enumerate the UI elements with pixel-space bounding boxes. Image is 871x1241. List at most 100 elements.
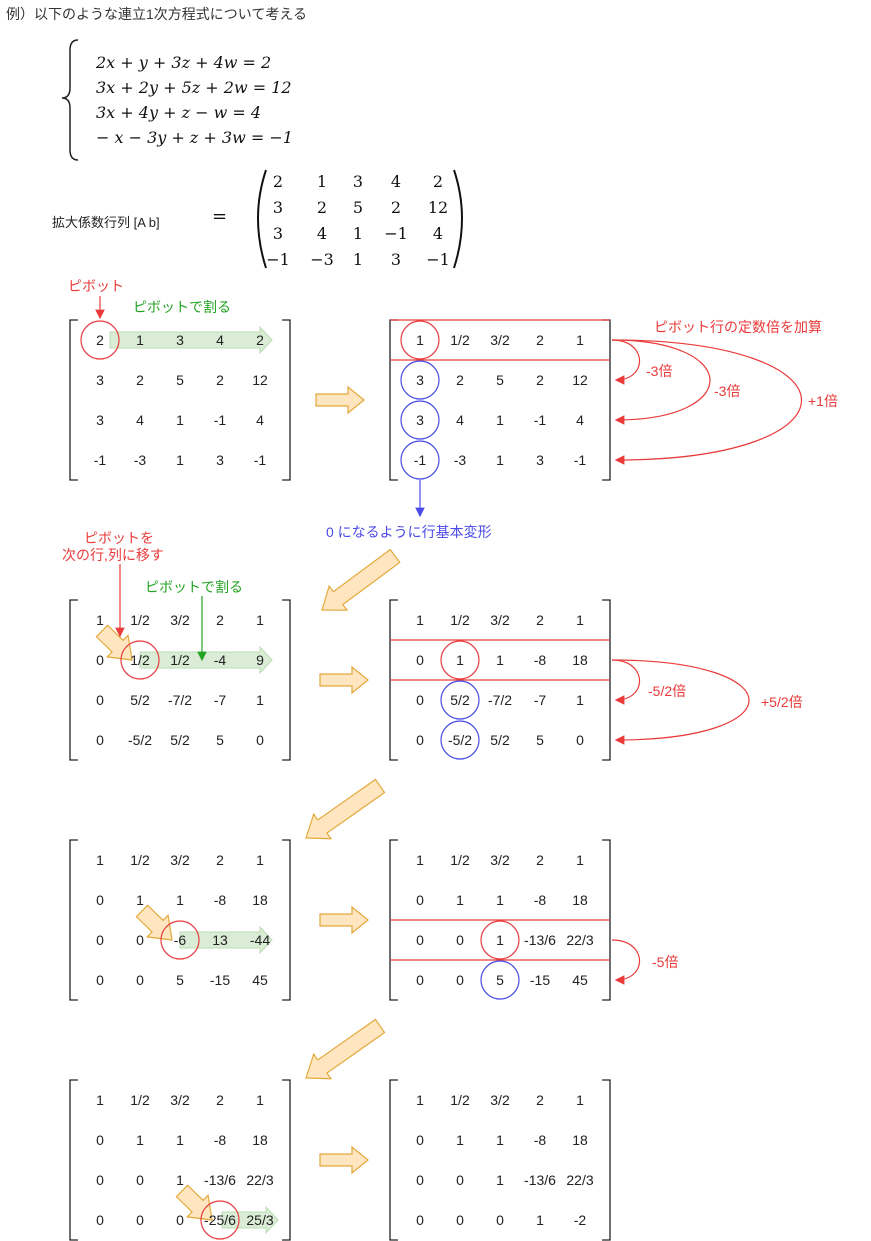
matrix-cell: 1/2 [130,852,150,868]
augmented-cell: 5 [352,198,364,217]
matrix-cell: 22/3 [566,1172,594,1188]
matrix-cell: 1/2 [450,852,470,868]
matrix-cell: 1 [136,892,144,908]
next-step-arrow-shape [321,548,401,611]
matrix-cell: 18 [572,1132,588,1148]
matrix-cell: 1 [136,1132,144,1148]
matrix-cell: -5/2 [127,732,153,748]
matrix-cell: 1 [176,412,184,428]
matrix-cell: 0 [416,892,424,908]
matrix-cell: 1 [416,852,424,868]
matrix-cell: 5/2 [130,692,150,708]
matrix-cell: 2 [536,372,544,388]
matrix-bracket-right [282,1079,291,1241]
matrix-cell: -7 [533,692,547,708]
matrix-cell: 1/2 [170,652,190,668]
matrix-cell: 1 [96,1092,104,1108]
equals-sign: = [212,206,228,227]
row-op-arrow [611,659,750,745]
multiplier-m5-label: -5倍 [652,954,679,970]
matrix-bracket-right [282,599,291,761]
matrix-cell: 5/2 [450,692,470,708]
divide-by-pivot-label: ピボットで割る [133,299,231,315]
pivot-circle [400,320,440,360]
matrix-cell: 2 [216,612,224,628]
matrix-cell: 0 [96,892,104,908]
matrix-cell: -4 [213,652,227,668]
row-op-arrow [611,939,641,985]
matrix-cell: 1 [576,332,584,348]
matrix-cell: 0 [416,652,424,668]
matrix-cell: 1 [176,452,184,468]
matrix-cell: 2 [536,1092,544,1108]
matrix-bracket-left [69,839,78,1001]
matrix-cell: 2 [216,1092,224,1108]
matrix-cell: 1 [256,612,264,628]
row-op-arrow [611,339,711,425]
matrix-cell: 1 [416,1092,424,1108]
matrix-cell: 2 [536,852,544,868]
pivot-circle [160,920,200,960]
matrix-cell: 4 [136,412,144,428]
divide-by-pivot-label-2: ピボットで割る [145,579,243,595]
matrix-cell: 5/2 [170,732,190,748]
zero-transform-label: 0 になるように行基本変形 [326,524,492,540]
matrix-cell: -13/6 [524,1172,556,1188]
matrix-cell: 1/2 [450,1092,470,1108]
matrix-cell: 1 [176,1172,184,1188]
augmented-matrix-label: 拡大係数行列 [A b] [52,215,160,230]
matrix-cell: 2 [136,372,144,388]
matrix-cell: -1 [93,452,107,468]
augmented-cell: 4 [390,172,402,191]
matrix-cell: -25/6 [204,1212,236,1228]
equation-2: 3x + 2y + 5z + 2w = 12 [96,78,292,97]
pivot-circle [120,640,160,680]
matrix-cell: 1 [456,652,464,668]
matrix-cell: 0 [416,692,424,708]
matrix-cell: 1 [456,1132,464,1148]
matrix-cell: 0 [136,1172,144,1188]
matrix-cell: 1 [576,612,584,628]
matrix-cell: 3 [96,412,104,428]
matrix-cell: 18 [252,892,268,908]
augmented-cell: 4 [432,224,444,243]
matrix-cell: 2 [216,852,224,868]
augmented-cell: −1 [426,250,450,269]
matrix-cell: 1 [416,612,424,628]
next-step-arrow-shape [305,778,386,840]
matrix-cell: 45 [572,972,588,988]
augmented-cell: 2 [316,198,328,217]
augmented-cell: 2 [432,172,444,191]
transform-arrow [319,1145,369,1175]
matrix-cell: -15 [209,972,231,988]
matrix-cell: -44 [249,932,271,948]
multiplier-p52-label: +5/2倍 [761,694,803,710]
pivot-circle [480,920,520,960]
next-step-arrow [321,548,401,611]
matrix-cell: -8 [213,892,227,908]
matrix-cell: 1 [496,1172,504,1188]
matrix-cell: 1/2 [130,1092,150,1108]
pivot-circle [80,320,120,360]
matrix-bracket-left [69,599,78,761]
matrix-cell: 0 [416,932,424,948]
target-circle [440,680,480,720]
matrix-bracket-right [282,319,291,481]
matrix-cell: -7/2 [487,692,513,708]
equation-4: − x − 3y + z + 3w = −1 [96,128,293,147]
matrix-cell: -1 [533,412,547,428]
matrix-cell: 0 [136,972,144,988]
pivot-circle [440,640,480,680]
intro-text: 例）以下のような連立1次方程式について考える [6,6,307,22]
matrix-cell: 1 [416,332,424,348]
equation-1: 2x + y + 3z + 4w = 2 [96,53,272,72]
matrix-cell: -1 [573,452,587,468]
matrix-cell: 22/3 [566,932,594,948]
matrix-cell: -8 [213,1132,227,1148]
matrix-cell: 5 [176,372,184,388]
divide-arrow [221,1205,279,1235]
matrix-cell: 1 [176,892,184,908]
matrix-cell: 2 [256,332,264,348]
augmented-cell: 4 [316,224,328,243]
